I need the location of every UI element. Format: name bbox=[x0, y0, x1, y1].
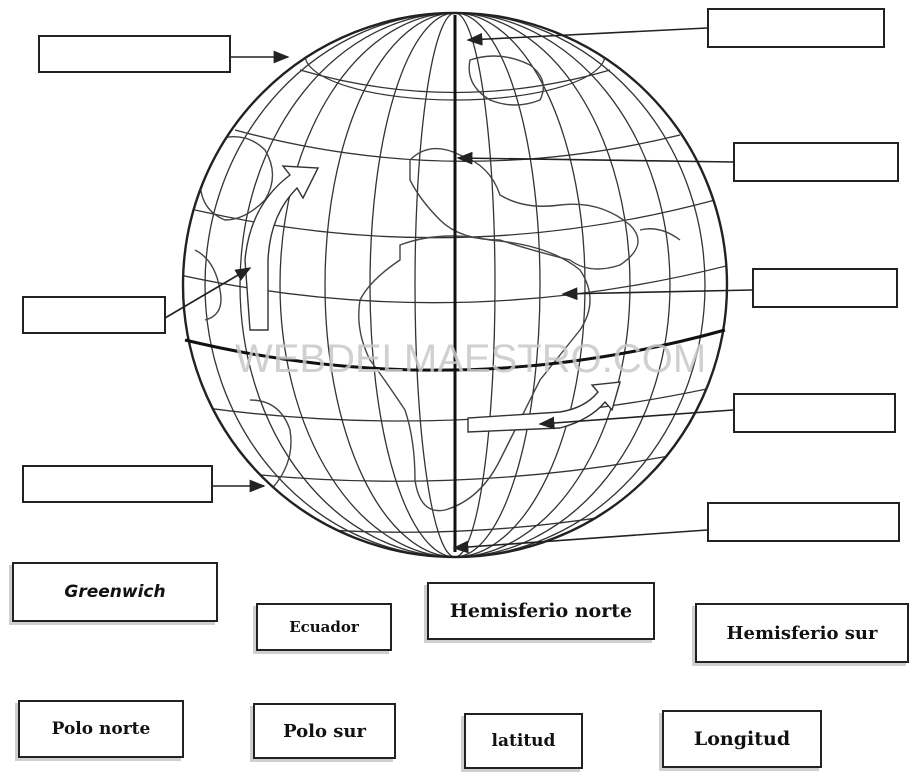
word-card-latitud[interactable]: latitud bbox=[464, 713, 583, 769]
answer-box-left-middle[interactable] bbox=[22, 296, 166, 334]
answer-box-right-upper[interactable] bbox=[733, 142, 899, 182]
word-card-hemisferio-norte[interactable]: Hemisferio norte bbox=[427, 582, 655, 640]
word-card-hemisferio-sur[interactable]: Hemisferio sur bbox=[695, 603, 909, 663]
word-card-greenwich[interactable]: Greenwich bbox=[12, 562, 218, 622]
word-card-polo-norte[interactable]: Polo norte bbox=[18, 700, 184, 758]
word-card-longitud[interactable]: Longitud bbox=[662, 710, 822, 768]
answer-box-bottom-right[interactable] bbox=[707, 502, 900, 542]
answer-box-right-middle[interactable] bbox=[752, 268, 898, 308]
word-card-polo-sur[interactable]: Polo sur bbox=[253, 703, 396, 759]
watermark-text: WEBDELMAESTRO.COM bbox=[235, 337, 706, 381]
word-card-ecuador[interactable]: Ecuador bbox=[256, 603, 392, 651]
answer-box-top-right[interactable] bbox=[707, 8, 885, 48]
answer-box-right-lower[interactable] bbox=[733, 393, 896, 433]
answer-box-left-lower[interactable] bbox=[22, 465, 213, 503]
answer-box-top-left[interactable] bbox=[38, 35, 231, 73]
